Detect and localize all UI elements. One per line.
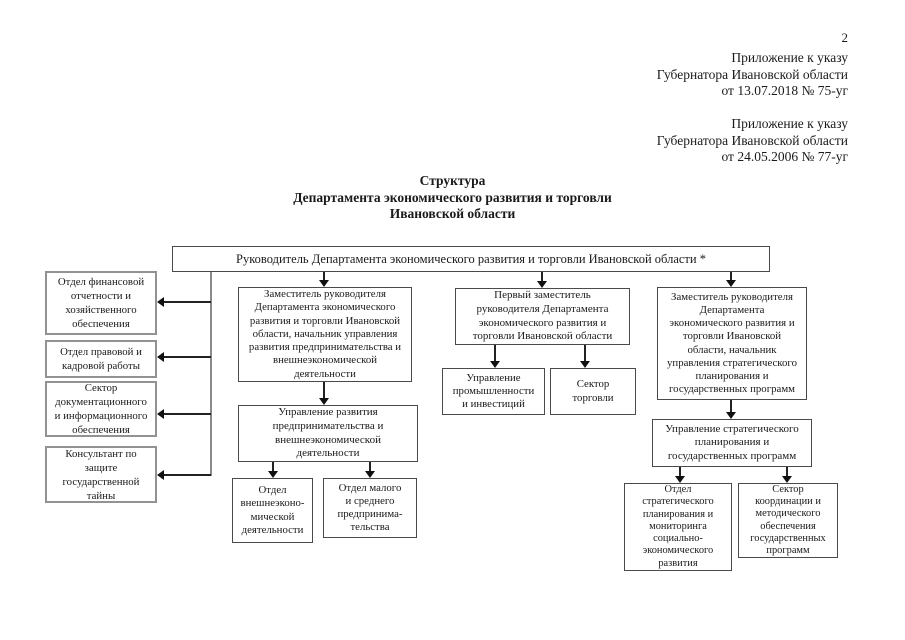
arrowhead-staff-0 [157,297,164,307]
arrowhead-staff-1 [157,352,164,362]
org-root-box: Руководитель Департамента экономического… [172,246,770,272]
arrowhead-b2-mgmt-to-child-1 [782,476,792,483]
connector-b1-deputy-to-child-0 [494,345,496,362]
connector-root-to-branch-2 [730,272,732,281]
connector-root-to-branch-1 [541,272,543,282]
unit-box-industry-investments: Управление промышленности и инвестиций [442,368,545,415]
annotation-decree-2018: Приложение к указу Губернатора Ивановско… [656,50,848,98]
arrowhead-root-to-branch-1 [537,281,547,288]
staff-unit-box-finance: Отдел финансовой отчетности и хозяйствен… [45,271,157,335]
arrowhead-root-to-branch-0 [319,280,329,287]
unit-box-strategic-monitoring: Отдел стратегического планирования и мон… [624,483,732,571]
unit-box-small-business: Отдел малого и среднего предпринима- тел… [323,478,417,538]
connector-staff-1 [163,356,211,358]
connector-staff-2 [163,413,211,415]
connector-b0-mgmt-to-child-0 [272,462,274,472]
arrowhead-staff-3 [157,470,164,480]
annotation-decree-2006: Приложение к указу Губернатора Ивановско… [656,116,848,164]
staff-unit-box-legal: Отдел правовой и кадровой работы [45,340,157,378]
connector-staff-0 [163,301,211,303]
connector-staff-3 [163,474,211,476]
arrowhead-b0-mgmt-to-child-1 [365,471,375,478]
staff-unit-box-state-secret: Консультант по защите государственной та… [45,446,157,503]
arrowhead-b1-deputy-to-child-0 [490,361,500,368]
deputy-box-entrepreneurship: Заместитель руководителя Департамента эк… [238,287,412,382]
deputy-box-first-deputy: Первый заместитель руководителя Департам… [455,288,630,345]
unit-box-program-coordination: Сектор координации и методического обесп… [738,483,838,558]
arrowhead-root-to-branch-2 [726,280,736,287]
arrowhead-b0-deputy-to-mgmt [319,398,329,405]
connector-b0-deputy-to-mgmt [323,382,325,399]
unit-box-trade-sector: Сектор торговли [550,368,636,415]
management-box-entrepreneurship: Управление развития предпринимательства … [238,405,418,462]
staff-unit-box-documentation: Сектор документационного и информационно… [45,381,157,437]
connector-b2-mgmt-to-child-0 [679,467,681,477]
connector-b0-mgmt-to-child-1 [369,462,371,472]
connector-b2-deputy-to-mgmt [730,400,732,413]
deputy-box-strategic-planning: Заместитель руководителя Департамента эк… [657,287,807,400]
page-number: 2 [841,30,849,45]
arrowhead-staff-2 [157,409,164,419]
arrowhead-b0-mgmt-to-child-0 [268,471,278,478]
arrowhead-b1-deputy-to-child-1 [580,361,590,368]
connector-root-to-branch-0 [323,272,325,281]
management-box-strategic-planning: Управление стратегического планирования … [652,419,812,467]
connector-b1-deputy-to-child-1 [584,345,586,362]
connector-b2-mgmt-to-child-1 [786,467,788,477]
connector-root-to-staff-spine [210,272,212,476]
arrowhead-b2-deputy-to-mgmt [726,412,736,419]
arrowhead-b2-mgmt-to-child-0 [675,476,685,483]
document-title: Структура Департамента экономического ра… [293,173,612,221]
unit-box-foreign-economic: Отдел внешнеэконо- мической деятельности [232,478,313,543]
